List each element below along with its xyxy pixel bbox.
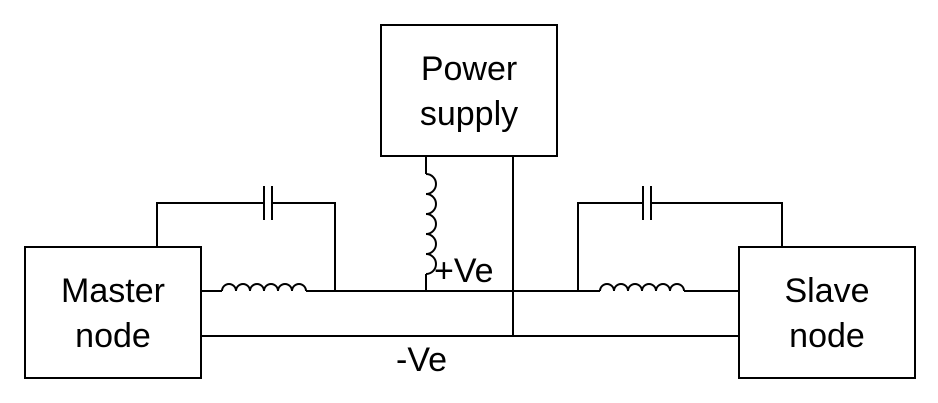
- slave-cap-wire-right: [651, 202, 783, 247]
- power-supply-label-line1: Power: [421, 50, 517, 88]
- slave-node-box: [738, 246, 916, 379]
- power-supply-box: [380, 24, 558, 157]
- master-cap-wire-left: [156, 202, 264, 247]
- master-node-label-line2: node: [75, 317, 151, 355]
- supply-feed-inductor: [425, 156, 437, 291]
- master-capacitor-loop: [156, 186, 336, 291]
- power-supply-block: Power supply: [380, 24, 558, 157]
- slave-cap-wire-left: [577, 202, 643, 291]
- slave-node-block: Slave node: [738, 246, 916, 379]
- slave-node-label-line1: Slave: [784, 272, 869, 310]
- master-node-box: [24, 246, 202, 379]
- positive-rail: [201, 283, 739, 292]
- negative-rail-label: -Ve: [396, 341, 447, 379]
- master-cap-wire-right: [272, 202, 336, 291]
- slave-capacitor-loop: [577, 186, 783, 291]
- master-node-label-line1: Master: [61, 272, 165, 310]
- slave-node-label-line2: node: [789, 317, 865, 355]
- master-node-block: Master node: [24, 246, 202, 379]
- positive-rail-label: +Ve: [434, 252, 494, 290]
- master-inductor-icon: [221, 283, 307, 292]
- power-supply-label-line2: supply: [420, 95, 518, 133]
- supply-inductor-icon: [425, 173, 437, 275]
- slave-inductor-icon: [599, 283, 685, 292]
